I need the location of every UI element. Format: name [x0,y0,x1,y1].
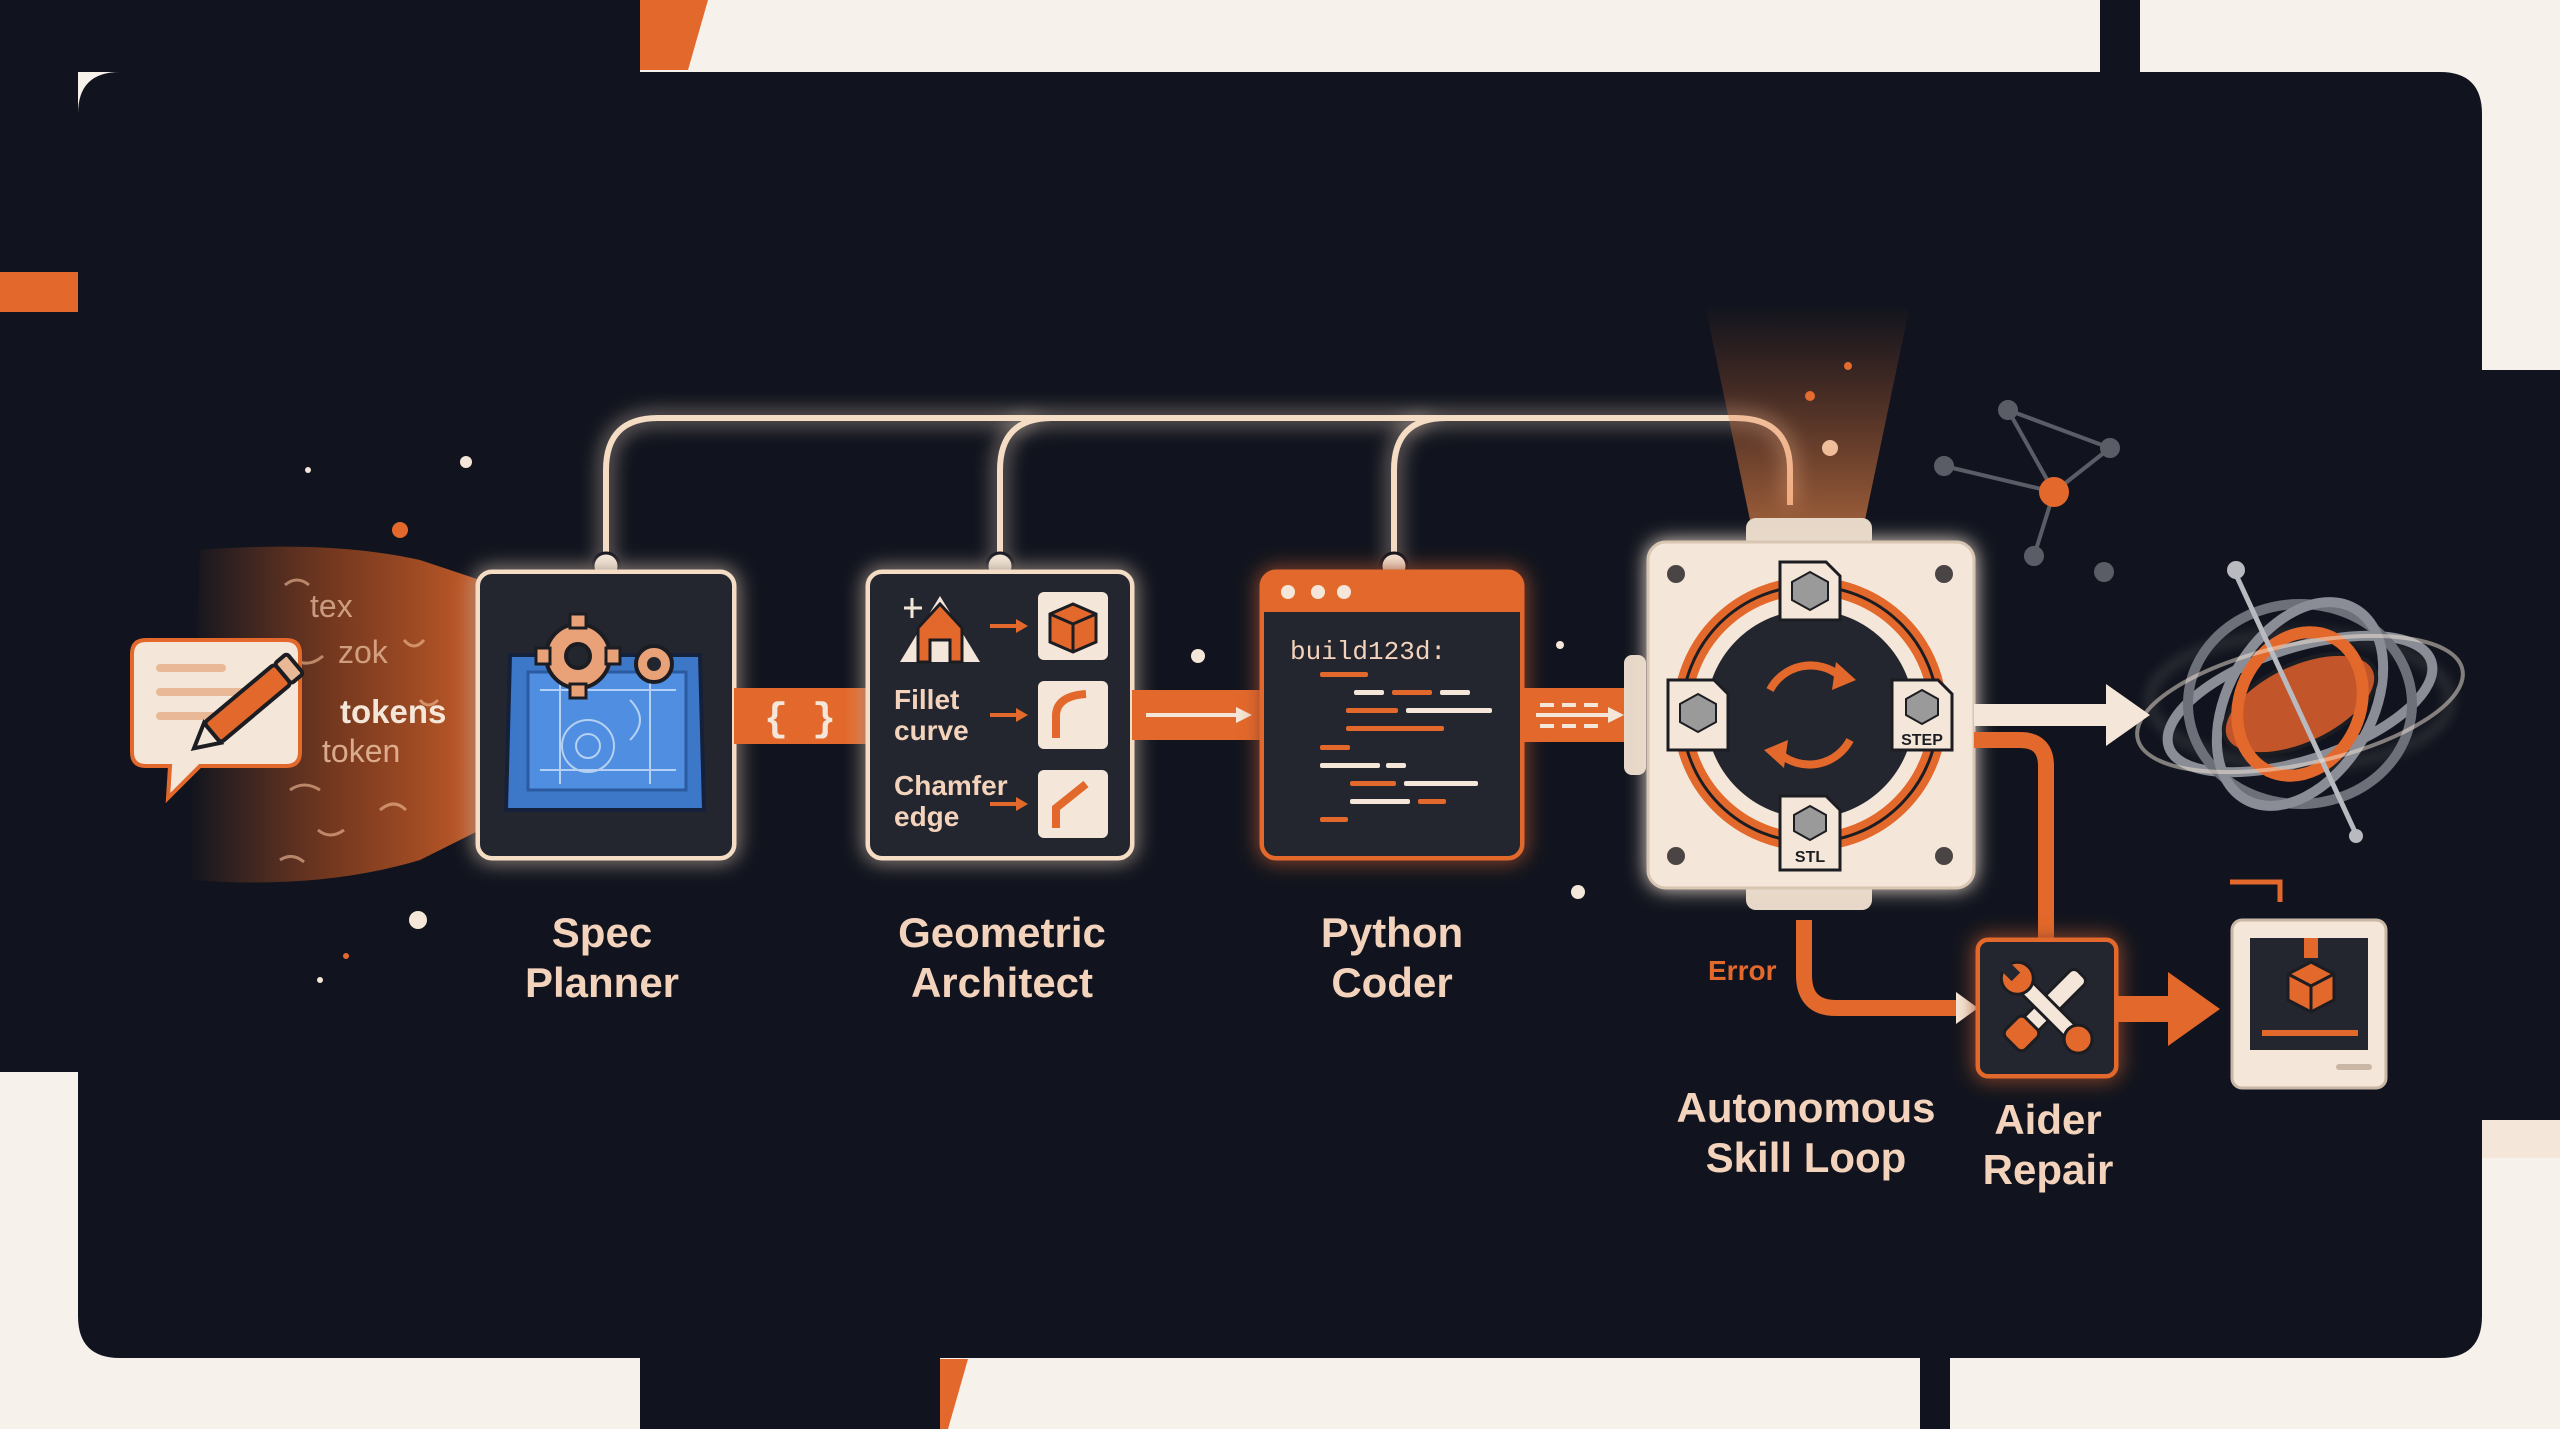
cube-icon [1048,602,1098,654]
mesh-file-icon [1666,678,1730,752]
token-fragment: tex [310,588,353,624]
python-coder-label-2: Coder [1331,959,1452,1006]
fillet-curve-icon [1052,690,1087,738]
token-fragment: token [322,733,400,769]
house-shape-icon [900,596,980,664]
aider-repair-label-2: Repair [1983,1146,2114,1193]
network-graph-icon [1934,400,2120,582]
skill-loop-label: Autonomous [1677,1084,1936,1131]
chamfer-tile [1038,770,1108,838]
chamfer-label: Chamfer [894,770,1008,801]
stl-badge: STL [1795,849,1825,866]
energy-beam [1705,305,1910,520]
window-titlebar [1262,572,1522,612]
spec-planner-label-2: Planner [525,959,679,1006]
token-fragment: tokens [340,693,446,730]
token-fragment: zok [338,634,389,670]
autonomous-skill-loop-node: STEP STL [1624,518,1976,910]
refresh-cycle-icon [1766,661,1854,769]
code-line: build123d: [1290,637,1446,667]
fillet-label-2: curve [894,715,969,746]
gears-blueprint-icon [503,612,707,812]
geometric-architect-label: Geometric [898,909,1106,956]
step-badge: STEP [1901,732,1943,749]
output-arrow [1974,684,2150,746]
fillet-tile [1038,681,1108,749]
mesh-file-icon [1778,560,1842,622]
fillet-label: Fillet [894,684,959,715]
3d-printer-icon [2230,879,2388,1090]
chamfer-label-2: edge [894,801,959,832]
repair-path [1796,732,2054,1016]
token-stream [190,546,480,883]
stl-file-icon: STL [1778,794,1842,872]
geometric-architect-label-2: Architect [911,959,1093,1006]
json-brace-icon: { } [764,698,836,743]
geometric-architect-node: Fillet curve Chamfer edge [865,569,1135,861]
python-coder-label: Python [1321,909,1463,956]
wrench-screwdriver-icon [1999,960,2094,1055]
skill-loop-label-2: Skill Loop [1706,1134,1907,1181]
step-file-icon: STEP [1890,678,1954,752]
stage-labels: Spec Planner Geometric Architect Python … [525,909,2113,1193]
aider-repair-node [1975,937,2119,1079]
error-label: Error [1708,955,1777,986]
connector-bar [734,688,868,744]
code-lines [1320,672,1492,822]
aider-repair-label: Aider [1994,1096,2101,1143]
python-coder-node: build123d: [1259,569,1525,861]
corner-stripe [620,0,708,70]
spec-planner-label: Spec [552,909,652,956]
gyroscope-icon [2135,561,2465,843]
pencil-chat-icon [130,638,305,804]
spec-planner-node [475,569,737,861]
print-arrow [2116,972,2220,1046]
chamfer-edge-icon [1052,780,1089,828]
